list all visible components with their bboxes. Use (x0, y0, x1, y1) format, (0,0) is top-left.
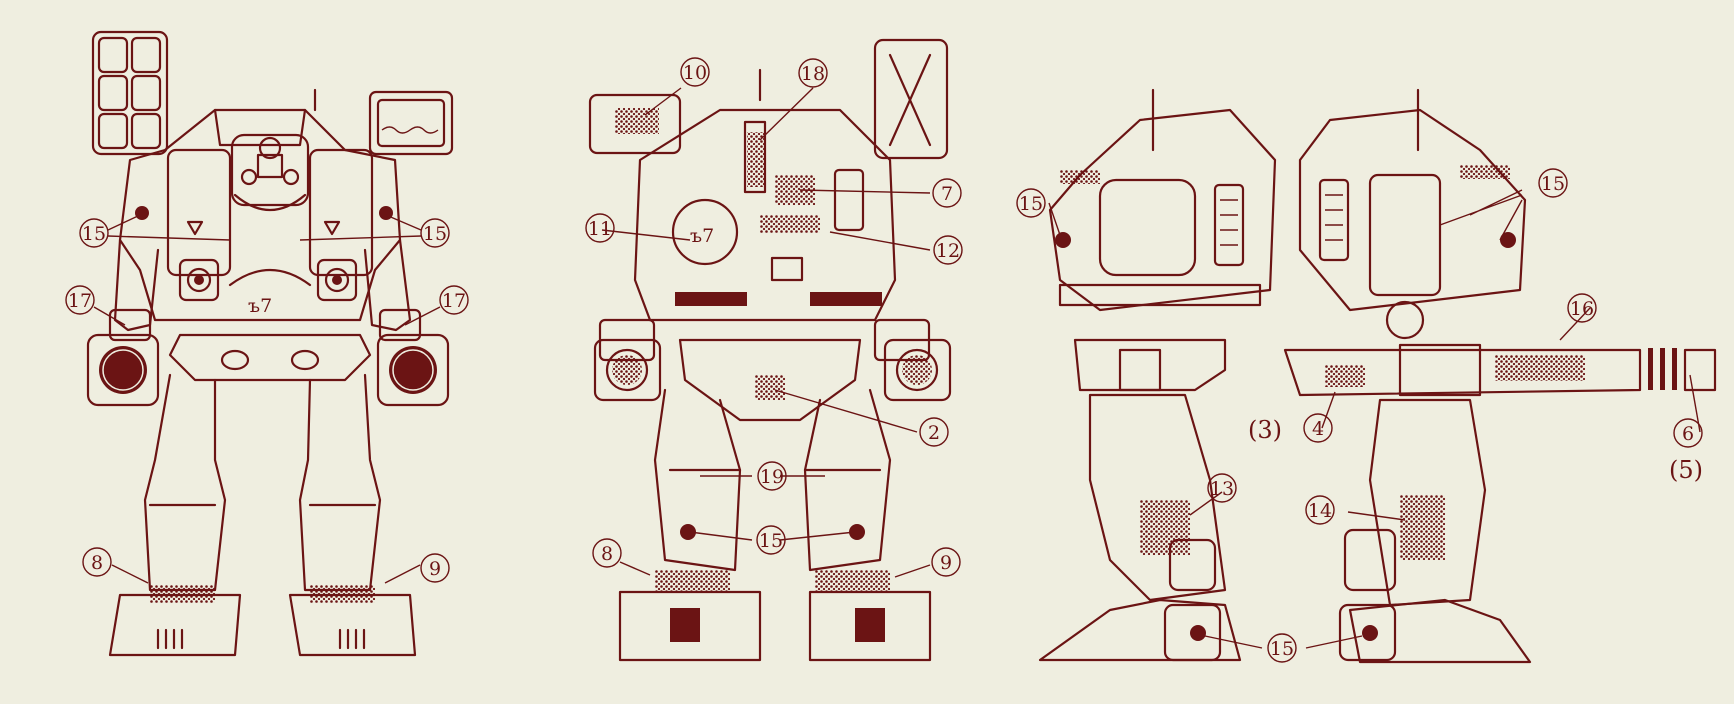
radar-pod-right (313, 88, 454, 156)
callout-bubble: 8 (592, 538, 622, 568)
rear-legs (618, 388, 932, 662)
callout-bubble: 15 (1267, 633, 1297, 663)
rear-hips (678, 338, 862, 422)
callouts-rear: 10 18 7 11 12 2 19 15 8 9 (585, 57, 963, 577)
callouts-front: 15 15 17 17 8 9 (65, 218, 469, 583)
side-views (1038, 88, 1717, 664)
svg-text:8: 8 (601, 543, 613, 565)
svg-text:18: 18 (801, 63, 825, 85)
callout-bubble: 11 (585, 213, 615, 243)
front-legs (108, 373, 417, 657)
missile-pod-left (91, 30, 169, 156)
callout-label: (5) (1669, 456, 1703, 484)
callout-bubble: 8 (82, 547, 112, 577)
svg-text:13: 13 (1210, 478, 1234, 500)
svg-text:12: 12 (936, 240, 960, 262)
svg-text:11: 11 (588, 218, 612, 240)
rear-view: ъ7 (588, 38, 952, 662)
callout-bubble: 15 (420, 218, 450, 248)
rear-emblem: ъ7 (690, 225, 714, 247)
callout-bubble: 9 (420, 553, 450, 583)
gun-pod (1283, 343, 1717, 397)
front-view: ъ7 (86, 30, 454, 657)
callout-bubble: 16 (1567, 293, 1597, 323)
callout-bubble: 13 (1207, 473, 1237, 503)
callout-bubble: 14 (1305, 495, 1335, 525)
svg-text:8: 8 (91, 552, 103, 574)
svg-text:6: 6 (1682, 423, 1694, 445)
svg-text:(3): (3) (1248, 416, 1282, 444)
svg-text:9: 9 (940, 552, 952, 574)
callout-bubble: 18 (798, 58, 828, 88)
svg-text:2: 2 (928, 422, 940, 444)
callout-bubble: 12 (933, 235, 963, 265)
callout-bubble: 15 (756, 525, 786, 555)
callout-bubble: 9 (931, 547, 961, 577)
right-side-view (1283, 88, 1717, 664)
callouts-side: 15 15 16 (3) 4 6 (5) 13 14 15 (1016, 168, 1703, 663)
callout-bubble: 6 (1673, 418, 1703, 448)
callout-bubble: 2 (919, 417, 949, 447)
svg-text:16: 16 (1570, 298, 1594, 320)
svg-text:15: 15 (82, 223, 106, 245)
callout-bubble: 15 (79, 218, 109, 248)
callout-bubble: 17 (65, 285, 95, 315)
front-torso: ъ7 (118, 108, 402, 322)
rear-pod-right (758, 38, 949, 160)
left-side-view (1038, 88, 1277, 662)
callout-bubble: 19 (757, 461, 787, 491)
svg-text:15: 15 (423, 223, 447, 245)
callout-bubble: 4 (1303, 413, 1333, 443)
callout-bubble: 17 (439, 285, 469, 315)
leader-lines (93, 87, 1701, 649)
svg-text:15: 15 (1541, 173, 1565, 195)
rear-torso: ъ7 (633, 108, 897, 322)
svg-text:10: 10 (683, 62, 707, 84)
rear-pod-left (588, 93, 682, 155)
svg-text:(5): (5) (1669, 456, 1703, 484)
front-arms (86, 238, 450, 407)
callout-bubble: 15 (1016, 188, 1046, 218)
rear-arms (593, 318, 952, 402)
svg-text:17: 17 (442, 290, 466, 312)
front-hips (168, 333, 372, 382)
callout-bubble: 15 (1538, 168, 1568, 198)
front-emblem: ъ7 (248, 295, 272, 317)
svg-text:15: 15 (759, 530, 783, 552)
svg-text:9: 9 (429, 558, 441, 580)
callout-label: (3) (1248, 416, 1282, 444)
svg-text:17: 17 (68, 290, 92, 312)
svg-text:15: 15 (1270, 638, 1294, 660)
svg-text:19: 19 (760, 466, 784, 488)
svg-text:4: 4 (1312, 418, 1324, 440)
svg-text:14: 14 (1308, 500, 1332, 522)
svg-text:7: 7 (941, 183, 953, 205)
callout-bubble: 7 (932, 178, 962, 208)
callout-bubble: 10 (680, 57, 710, 87)
svg-text:15: 15 (1019, 193, 1043, 215)
